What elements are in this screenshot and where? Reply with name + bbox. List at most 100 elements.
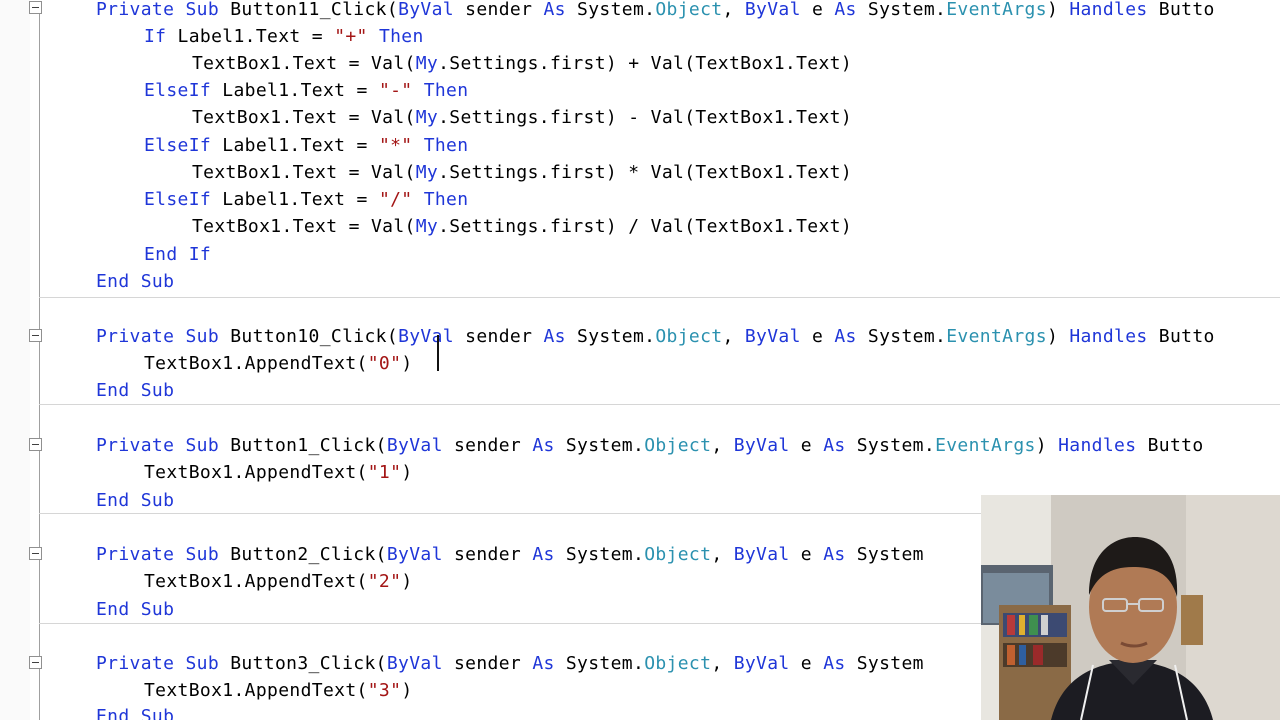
collapse-toggle-icon[interactable] bbox=[29, 547, 42, 560]
outline-guide bbox=[39, 14, 40, 297]
code-keyword: As bbox=[823, 434, 846, 456]
code-text: .Settings.first) + Val(TextBox1.Text) bbox=[438, 52, 853, 74]
code-text: System. bbox=[856, 325, 947, 347]
code-keyword: ByVal bbox=[733, 652, 790, 674]
text-cursor-icon bbox=[435, 335, 441, 371]
collapse-toggle-icon[interactable] bbox=[29, 329, 42, 342]
code-keyword: As bbox=[834, 0, 857, 20]
procedure-separator bbox=[39, 297, 1280, 298]
code-string: "*" bbox=[378, 134, 413, 156]
code-text: TextBox1.AppendText( bbox=[144, 570, 368, 592]
code-type-name: Object bbox=[644, 543, 712, 565]
code-line[interactable]: Private Sub Button10_Click(ByVal sender … bbox=[96, 323, 1215, 350]
code-keyword: Private Sub bbox=[96, 434, 231, 456]
code-text: Button10_Click( bbox=[230, 325, 399, 347]
code-keyword: End Sub bbox=[96, 379, 175, 401]
code-keyword: ByVal bbox=[733, 434, 790, 456]
code-text bbox=[368, 26, 379, 47]
code-line[interactable]: End If bbox=[144, 241, 211, 268]
code-line[interactable]: Private Sub Button3_Click(ByVal sender A… bbox=[96, 650, 924, 677]
code-keyword: End Sub bbox=[96, 705, 175, 720]
code-text: ) bbox=[1046, 325, 1070, 347]
code-line[interactable]: If Label1.Text = "+" Then bbox=[144, 23, 424, 50]
code-keyword: ByVal bbox=[386, 434, 443, 456]
code-text: Butto bbox=[1147, 325, 1215, 347]
code-string: "0" bbox=[367, 352, 402, 374]
code-keyword: My bbox=[415, 215, 439, 237]
code-line[interactable]: TextBox1.AppendText("2") bbox=[144, 568, 413, 595]
code-keyword: Private Sub bbox=[96, 543, 231, 565]
collapse-toggle-icon[interactable] bbox=[29, 438, 42, 451]
outline-guide bbox=[39, 513, 40, 547]
code-keyword: ByVal bbox=[398, 0, 454, 20]
code-text: TextBox1.AppendText( bbox=[144, 352, 368, 374]
code-text: ) bbox=[1035, 434, 1059, 456]
code-type-name: Object bbox=[644, 652, 712, 674]
code-text: e bbox=[789, 434, 824, 456]
code-line[interactable]: End Sub bbox=[96, 596, 174, 623]
code-line[interactable]: Private Sub Button11_Click(ByVal sender … bbox=[96, 0, 1215, 23]
code-text: Label1.Text = bbox=[211, 79, 379, 101]
code-text: .Settings.first) * Val(TextBox1.Text) bbox=[438, 161, 853, 183]
code-text: System. bbox=[554, 543, 645, 565]
code-keyword: ByVal bbox=[744, 0, 801, 20]
code-line[interactable]: TextBox1.AppendText("0") bbox=[144, 350, 413, 377]
code-text: ) bbox=[401, 570, 413, 592]
code-string: "1" bbox=[367, 461, 402, 483]
code-text: TextBox1.AppendText( bbox=[144, 679, 368, 701]
code-keyword: My bbox=[415, 106, 439, 128]
code-text: TextBox1.Text = Val( bbox=[192, 161, 416, 183]
code-keyword: Private Sub bbox=[96, 652, 231, 674]
code-text: Button11_Click( bbox=[230, 0, 399, 20]
code-text: System. bbox=[856, 0, 947, 20]
outline-guide bbox=[39, 297, 40, 329]
code-line[interactable]: End Sub bbox=[96, 703, 174, 720]
code-keyword: As bbox=[532, 543, 555, 565]
procedure-separator bbox=[39, 623, 1280, 624]
code-text: , bbox=[711, 434, 734, 456]
outline-guide bbox=[39, 451, 40, 513]
code-line[interactable]: TextBox1.AppendText("3") bbox=[144, 677, 413, 704]
collapse-toggle-icon[interactable] bbox=[29, 1, 42, 14]
code-line[interactable]: End Sub bbox=[96, 487, 174, 514]
code-keyword: My bbox=[415, 161, 439, 183]
code-line[interactable]: Private Sub Button2_Click(ByVal sender A… bbox=[96, 541, 924, 568]
code-line[interactable]: TextBox1.AppendText("1") bbox=[144, 459, 413, 486]
code-keyword: Then bbox=[423, 188, 469, 210]
code-text: System. bbox=[565, 0, 656, 20]
code-text: sender bbox=[442, 543, 533, 565]
code-line[interactable]: TextBox1.Text = Val(My.Settings.first) -… bbox=[192, 104, 852, 131]
code-text bbox=[413, 135, 424, 156]
code-text: System. bbox=[845, 434, 936, 456]
code-keyword: ElseIf bbox=[144, 79, 212, 101]
code-line[interactable]: TextBox1.Text = Val(My.Settings.first) *… bbox=[192, 159, 852, 186]
code-line[interactable]: Private Sub Button1_Click(ByVal sender A… bbox=[96, 432, 1204, 459]
code-text: e bbox=[789, 652, 824, 674]
code-keyword: As bbox=[532, 434, 555, 456]
collapse-toggle-icon[interactable] bbox=[29, 656, 42, 669]
outline-guide bbox=[39, 669, 40, 720]
code-line[interactable]: ElseIf Label1.Text = "-" Then bbox=[144, 77, 468, 104]
code-text: e bbox=[789, 543, 824, 565]
code-keyword: ElseIf bbox=[144, 134, 212, 156]
code-keyword: ElseIf bbox=[144, 188, 212, 210]
code-keyword: As bbox=[834, 325, 857, 347]
code-text: sender bbox=[454, 325, 544, 347]
code-line[interactable]: End Sub bbox=[96, 268, 174, 295]
code-line[interactable]: ElseIf Label1.Text = "*" Then bbox=[144, 132, 468, 159]
code-line[interactable]: End Sub bbox=[96, 377, 174, 404]
code-line[interactable]: TextBox1.Text = Val(My.Settings.first) +… bbox=[192, 50, 852, 77]
code-text: System. bbox=[554, 652, 645, 674]
code-text: , bbox=[711, 543, 734, 565]
code-text: ) bbox=[401, 461, 413, 483]
code-line[interactable]: ElseIf Label1.Text = "/" Then bbox=[144, 186, 468, 213]
code-line[interactable]: TextBox1.Text = Val(My.Settings.first) /… bbox=[192, 213, 852, 240]
code-keyword: End Sub bbox=[96, 270, 175, 292]
code-keyword: Handles bbox=[1069, 325, 1148, 347]
code-text: Butto bbox=[1147, 0, 1215, 20]
code-keyword: End Sub bbox=[96, 598, 175, 620]
code-keyword: Private Sub bbox=[96, 0, 231, 20]
code-keyword: As bbox=[543, 0, 566, 20]
code-keyword: Then bbox=[423, 134, 469, 156]
